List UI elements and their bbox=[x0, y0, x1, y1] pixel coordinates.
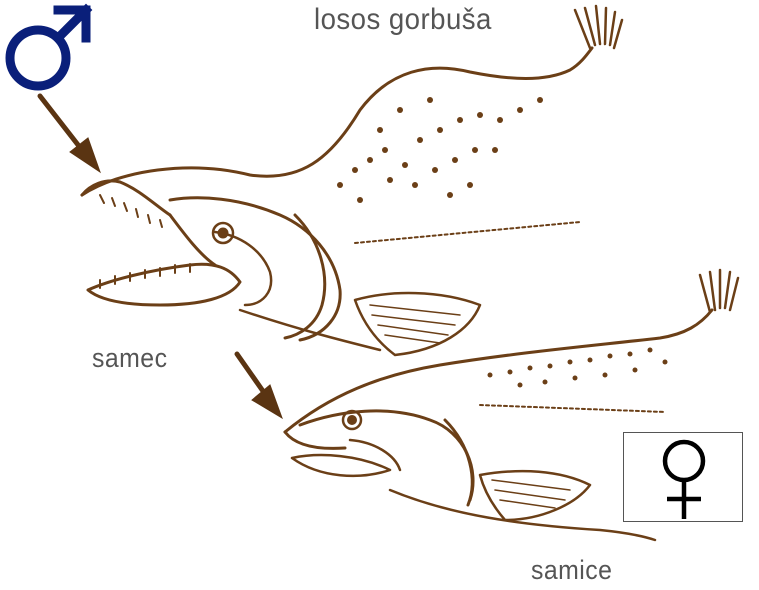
mars-symbol-icon bbox=[0, 0, 95, 95]
female-gill-cover bbox=[350, 440, 400, 470]
diagram-title: losos gorbuša bbox=[314, 3, 492, 37]
male-gill-arch bbox=[285, 215, 325, 338]
venus-symbol-icon bbox=[624, 433, 744, 523]
male-label: samec bbox=[92, 343, 167, 374]
male-lower-jaw bbox=[88, 264, 240, 305]
female-snout bbox=[285, 432, 345, 448]
male-pectoral-fin bbox=[355, 293, 480, 355]
male-belly-line bbox=[240, 310, 380, 350]
male-upper-teeth bbox=[100, 195, 162, 227]
male-spots bbox=[337, 97, 543, 203]
male-lateral-line bbox=[355, 222, 580, 243]
female-symbol-box bbox=[623, 432, 743, 522]
male-back-line bbox=[82, 48, 592, 195]
male-arrow bbox=[40, 96, 100, 172]
female-arrow bbox=[237, 354, 282, 418]
female-belly-line bbox=[390, 490, 655, 540]
female-lateral-line bbox=[480, 405, 665, 412]
male-tail-fin bbox=[575, 6, 622, 48]
female-gill-arch bbox=[445, 420, 472, 505]
male-mouth bbox=[170, 215, 215, 265]
male-pupil bbox=[219, 229, 227, 237]
female-tail-fin bbox=[700, 270, 738, 312]
female-lower-jaw bbox=[292, 455, 390, 476]
female-pupil bbox=[349, 417, 356, 424]
male-salmon bbox=[82, 6, 622, 355]
female-label: samice bbox=[531, 555, 612, 586]
